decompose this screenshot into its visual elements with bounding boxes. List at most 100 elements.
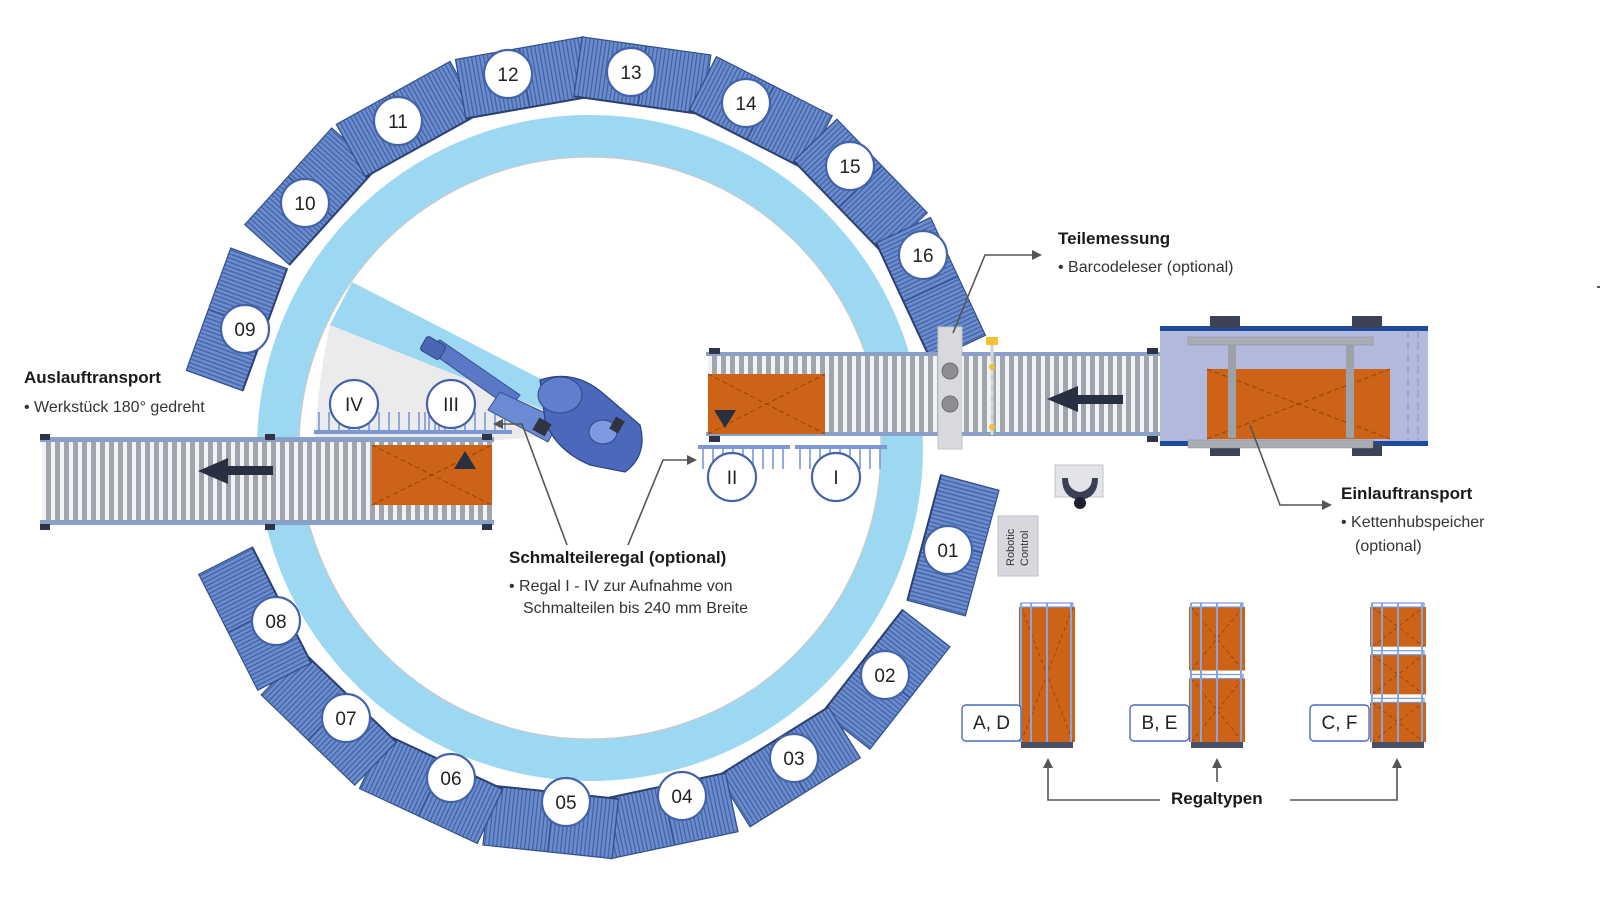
storage-shelf-08[interactable]: 08: [197, 546, 313, 692]
label-einlauftransport: Einlauftransport • Kettenhubspeicher (op…: [1341, 484, 1485, 555]
outfeed-bracket: [482, 524, 492, 530]
shelf-number: 16: [912, 246, 933, 267]
narrow-rack-iii[interactable]: III: [420, 378, 512, 434]
outfeed-bracket: [40, 434, 50, 440]
storage-shelf-10[interactable]: 10: [243, 127, 378, 266]
shelf-number-badge: 09: [219, 303, 271, 355]
narrow-racks-left: IV III: [314, 378, 512, 434]
shelf-number: 08: [265, 612, 286, 633]
storage-shelf-09[interactable]: 09: [185, 247, 289, 392]
outfeed-bracket: [265, 434, 275, 440]
rack-badge: [706, 451, 758, 503]
shelf-number-badge: 02: [859, 649, 911, 701]
storage-shelf-15[interactable]: 15: [792, 118, 929, 256]
label-schmalteileregal: Schmalteileregal (optional) • Regal I - …: [509, 548, 748, 617]
rack-type-base: [1021, 742, 1073, 748]
shelf-number: 15: [839, 157, 860, 178]
arrow-left-icon: [1047, 386, 1123, 412]
shelf-number-badge: 06: [425, 752, 477, 804]
measurement-station[interactable]: [937, 326, 963, 450]
shelf-number-badge: 11: [372, 95, 424, 147]
outfeed-conveyor[interactable]: [40, 434, 494, 530]
inner-infeed-rail-top: [706, 352, 942, 356]
narrow-rack-ii[interactable]: II: [698, 445, 790, 503]
storage-shelf-01[interactable]: 01: [906, 474, 1000, 617]
storage-shelf-05[interactable]: 05: [482, 776, 620, 860]
shelf-number: 01: [937, 541, 958, 562]
leader-lines: [493, 250, 1402, 801]
shelf-number-badge: 05: [540, 776, 592, 828]
rack-type-base: [1191, 742, 1243, 748]
shelf-number-badge: 04: [656, 770, 708, 822]
narrow-racks-right: II I: [698, 445, 887, 503]
outer-infeed-rail-bottom: [962, 432, 1160, 436]
schmalteile-bullet-2: Schmalteilen bis 240 mm Breite: [523, 600, 748, 617]
control-cabinet-body: [997, 515, 1039, 577]
rack-type-cf[interactable]: C, F: [1309, 602, 1426, 748]
rack-type-ad[interactable]: A, D: [961, 602, 1075, 748]
storage-shelf-02[interactable]: 02: [821, 608, 951, 751]
control-label-line2: Control: [1019, 531, 1031, 566]
storage-shelf-04[interactable]: 04: [597, 770, 739, 860]
narrow-rack-i[interactable]: I: [795, 445, 887, 503]
barcode-point: [989, 364, 995, 370]
leader-regaltyp-ad: [1043, 758, 1160, 801]
storage-shelf-11[interactable]: 11: [335, 60, 480, 178]
storage-shelf-16[interactable]: 16: [875, 216, 987, 362]
leader-teilemessung: [952, 250, 1042, 334]
rack-base: [698, 445, 790, 449]
operator-panel[interactable]: [1054, 464, 1104, 509]
rack-label: IV: [345, 395, 363, 416]
rack-label: II: [727, 468, 738, 489]
storage-shelf-14[interactable]: 14: [688, 55, 834, 171]
barcode-point: [989, 424, 995, 430]
outfeed-bracket: [482, 434, 492, 440]
rack-badge: [810, 451, 862, 503]
outfeed-workpiece: [371, 444, 493, 506]
leader-schmalteile-left: [493, 419, 568, 546]
einlauf-title: Einlauftransport: [1341, 484, 1473, 503]
rack-type-be[interactable]: B, E: [1129, 602, 1245, 748]
outer-infeed-bracket: [1147, 348, 1158, 354]
buffer-bracket: [1210, 316, 1240, 328]
rack-base: [795, 445, 887, 449]
buffer-beam: [1187, 336, 1374, 346]
auslauf-bullet: • Werkstück 180° gedreht: [24, 399, 205, 416]
narrow-rack-iv[interactable]: IV: [314, 378, 444, 434]
arrow-left-icon: [198, 458, 273, 484]
robot-arm: [420, 336, 643, 473]
shelf-number: 07: [335, 709, 356, 730]
shelf-number-badge: 01: [922, 524, 974, 576]
barcode-reader-icon: [986, 337, 998, 345]
shelf-number-badge: 14: [720, 77, 772, 129]
robotic-control-cabinet[interactable]: Robotic Control: [997, 515, 1039, 577]
chain-lift-buffer[interactable]: [1160, 316, 1428, 456]
label-auslauftransport: Auslauftransport • Werkstück 180° gedreh…: [24, 368, 205, 416]
rack-type-label: A, D: [973, 713, 1010, 734]
storage-shelf-06[interactable]: 06: [358, 733, 504, 845]
outer-infeed-conveyor[interactable]: [962, 337, 1160, 442]
leader-schmalteile-right: [627, 455, 697, 546]
rack-type-label: B, E: [1142, 713, 1178, 734]
buffer-rail-top: [1160, 326, 1428, 331]
measurement-gate: [937, 326, 963, 450]
control-label-line1: Robotic: [1005, 528, 1017, 566]
rack-badge: [328, 378, 380, 430]
shelf-number: 02: [874, 666, 895, 687]
shelf-number: 06: [440, 769, 461, 790]
inner-infeed-bracket: [709, 436, 720, 442]
storage-shelf-07[interactable]: 07: [260, 650, 398, 787]
storage-shelf-12[interactable]: 12: [454, 36, 595, 120]
outfeed-bracket: [40, 524, 50, 530]
schmalteile-bullet-1: • Regal I - IV zur Aufnahme von: [509, 578, 733, 595]
einlauf-bullet-2: (optional): [1355, 538, 1422, 555]
storage-shelf-03[interactable]: 03: [717, 706, 862, 828]
inner-infeed-conveyor[interactable]: [706, 348, 942, 442]
rack-type-label-box: [1129, 704, 1190, 742]
operator-head-icon: [1074, 497, 1086, 509]
shelf-number-badge: 10: [279, 177, 331, 229]
storage-shelf-13[interactable]: 13: [573, 36, 712, 116]
orientation-triangle-icon: [454, 451, 476, 469]
shelf-number: 03: [783, 749, 804, 770]
